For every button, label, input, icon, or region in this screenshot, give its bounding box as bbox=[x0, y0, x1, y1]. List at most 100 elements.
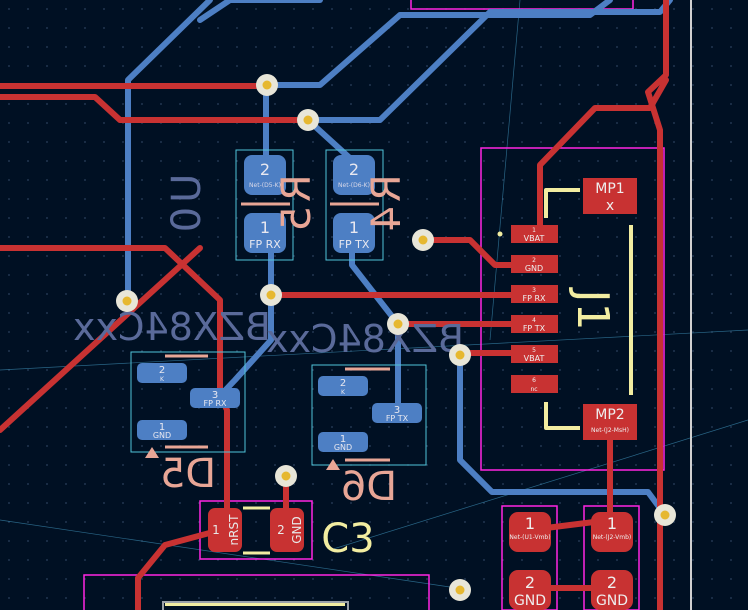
r5-pad-2-net: Net-(D5-K) bbox=[249, 182, 281, 189]
d6-pad-1-number: 1 bbox=[340, 434, 346, 445]
c3-ref: C3 bbox=[321, 516, 374, 562]
lower-right-pad-2-number: 2 bbox=[607, 573, 617, 592]
d5-pad-2-net: K bbox=[160, 376, 165, 383]
resistor-r5[interactable]: 2 Net-(D5-K) 1 FP RX bbox=[235, 149, 294, 261]
d5-selection-outline bbox=[130, 351, 246, 453]
connector-j1[interactable]: J1 MP1 x MP2 Net-(J2-MsH) 1 VBAT 2 GND 3… bbox=[497, 178, 638, 440]
d6-pad-2-net: K bbox=[341, 389, 346, 396]
svg-text:3: 3 bbox=[532, 287, 536, 294]
r4-pad-2[interactable] bbox=[333, 155, 375, 195]
vias[interactable] bbox=[116, 74, 676, 601]
c3-pad-1-net: nRST bbox=[227, 514, 241, 546]
d5-ref: D5 bbox=[160, 451, 216, 497]
j1-mp1-net: x bbox=[606, 198, 614, 214]
d6-pin1-marker bbox=[326, 459, 340, 470]
d6-pad-3-net: FP TX bbox=[386, 414, 409, 423]
lower-left-pad-1-net: Net-(U1-Vmb) bbox=[509, 534, 550, 541]
diode-d6[interactable]: 2 K 3 FP TX 1 GND D6 bbox=[311, 364, 427, 510]
c3-pad-2-net: GND bbox=[290, 516, 304, 544]
d6-selection-outline bbox=[311, 364, 427, 466]
lower-left-component[interactable]: 1 Net-(U1-Vmb) 2 GND bbox=[509, 512, 551, 610]
j1-pin-3[interactable]: 3 FP RX bbox=[511, 285, 558, 303]
j1-silk-outline-bottom bbox=[544, 402, 580, 430]
diode-d5[interactable]: 2 K 3 FP RX 1 GND D5 bbox=[130, 351, 246, 497]
via[interactable] bbox=[449, 579, 471, 601]
via[interactable] bbox=[256, 74, 278, 96]
d5-pad-1-number: 1 bbox=[159, 422, 165, 433]
svg-text:2: 2 bbox=[532, 257, 536, 264]
j1-pin-5[interactable]: 5 VBAT bbox=[511, 345, 558, 363]
j1-pin-1[interactable]: 1 VBAT bbox=[511, 225, 558, 243]
r5-value-back: R5 bbox=[274, 174, 320, 235]
j1-pin-2[interactable]: 2 GND bbox=[511, 255, 558, 273]
via[interactable] bbox=[260, 284, 282, 306]
lower-right-component[interactable]: 1 Net-(J2-Vmb) 2 GND bbox=[591, 512, 633, 610]
r4-ref-back: R4 bbox=[364, 174, 410, 235]
resistor-r4[interactable]: 2 Net-(D6-K) 1 FP TX bbox=[325, 149, 384, 261]
j1-mp2-pad[interactable] bbox=[583, 404, 637, 440]
d5-pad-3-number: 3 bbox=[212, 390, 218, 401]
d5-pad-3-net: FP RX bbox=[203, 399, 227, 408]
d5-pad-3[interactable] bbox=[190, 388, 240, 408]
lower-left-pad-1[interactable] bbox=[509, 512, 551, 552]
r5-pad-2-number: 2 bbox=[260, 160, 270, 179]
j1-mp2-label: MP2 bbox=[595, 407, 624, 423]
lower-left-pad-2-net: GND bbox=[514, 593, 546, 609]
lower-right-pad-2-net: GND bbox=[596, 593, 628, 609]
j1-mp1-label: MP1 bbox=[595, 181, 624, 197]
j1-pin-6[interactable]: 6 nc bbox=[511, 375, 558, 393]
d6-value-back: BZX84Cxx bbox=[266, 317, 464, 361]
r5-selection-outline bbox=[235, 149, 294, 261]
via[interactable] bbox=[412, 229, 434, 251]
bottom-part-outline bbox=[162, 601, 349, 610]
d5-pad-1[interactable] bbox=[137, 420, 187, 440]
svg-text:6: 6 bbox=[532, 377, 536, 384]
lower-right-pad-1-number: 1 bbox=[607, 514, 617, 533]
capacitor-c3[interactable]: 1 nRST 2 GND C3 bbox=[208, 506, 375, 562]
d6-pad-2-number: 2 bbox=[340, 378, 346, 389]
r4-pad-2-net: Net-(D6-K) bbox=[338, 182, 370, 189]
r4-pad-2-number: 2 bbox=[349, 160, 359, 179]
j1-pin1-dot bbox=[497, 231, 503, 237]
r4-pad-1[interactable] bbox=[333, 213, 375, 253]
c3-pad-2[interactable] bbox=[270, 508, 304, 552]
svg-text:5: 5 bbox=[532, 347, 536, 354]
j1-mp1-pad[interactable] bbox=[583, 178, 637, 214]
via[interactable] bbox=[387, 313, 409, 335]
r4-pad-1-number: 1 bbox=[349, 218, 359, 237]
d6-pad-2[interactable] bbox=[318, 376, 368, 396]
lower-left-pad-2-number: 2 bbox=[525, 573, 535, 592]
u0-fab-text: U0 bbox=[164, 174, 210, 237]
d6-pad-3-number: 3 bbox=[394, 405, 400, 416]
svg-text:FP TX: FP TX bbox=[523, 324, 546, 333]
d6-ref: D6 bbox=[341, 464, 397, 510]
via[interactable] bbox=[654, 504, 676, 526]
j1-pin-4[interactable]: 4 FP TX bbox=[511, 315, 558, 333]
via[interactable] bbox=[275, 465, 297, 487]
c3-pad-2-number: 2 bbox=[277, 523, 285, 537]
via[interactable] bbox=[449, 344, 471, 366]
r5-pad-1-number: 1 bbox=[260, 218, 270, 237]
r5-pad-2[interactable] bbox=[244, 155, 286, 195]
lower-right-pad-1[interactable] bbox=[591, 512, 633, 552]
d6-pad-1[interactable] bbox=[318, 432, 368, 452]
lower-left-pad-1-number: 1 bbox=[525, 514, 535, 533]
j1-silk-outline-top bbox=[544, 188, 580, 218]
c3-pad-1-number: 1 bbox=[212, 523, 220, 537]
svg-text:GND: GND bbox=[525, 264, 543, 273]
lower-right-pad-2[interactable] bbox=[591, 570, 633, 610]
svg-text:FP RX: FP RX bbox=[522, 294, 546, 303]
via[interactable] bbox=[116, 290, 138, 312]
c3-pad-1[interactable] bbox=[208, 508, 242, 552]
lower-right-pad-1-net: Net-(J2-Vmb) bbox=[593, 534, 632, 541]
via[interactable] bbox=[297, 109, 319, 131]
r5-pad-1[interactable] bbox=[244, 213, 286, 253]
d5-pin1-marker bbox=[145, 447, 159, 458]
d5-pad-2[interactable] bbox=[137, 363, 187, 383]
r4-selection-outline bbox=[325, 149, 384, 261]
lower-left-pad-2[interactable] bbox=[509, 570, 551, 610]
r4-pad-1-net: FP TX bbox=[339, 238, 370, 251]
svg-text:VBAT: VBAT bbox=[524, 234, 545, 243]
d6-pad-3[interactable] bbox=[372, 403, 422, 423]
